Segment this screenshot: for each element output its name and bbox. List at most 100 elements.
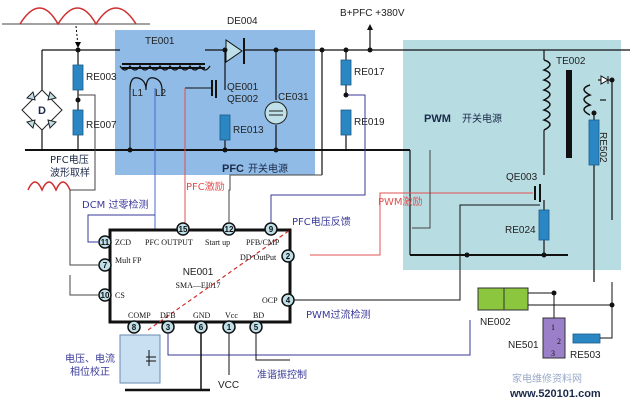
pwm-region [403, 40, 621, 270]
pin-label-bd: BD [253, 311, 264, 320]
pin-num-9: 9 [269, 225, 274, 234]
pin-label-zcd: ZCD [115, 238, 131, 247]
junction-dot [551, 290, 557, 296]
pin-15 [176, 222, 190, 236]
label-qe001: QE001 [227, 82, 259, 93]
junction-dot [75, 47, 81, 53]
pin-num-8: 8 [132, 323, 137, 332]
junction-dot [591, 110, 597, 116]
annot-pfc-drive: PFC激励 [186, 180, 225, 193]
label-re013: RE013 [233, 125, 264, 136]
junction-dot [273, 47, 279, 53]
label-l1: L1 [132, 88, 144, 99]
pfc-title-en: PFC [222, 163, 244, 175]
junction-dot [319, 47, 325, 53]
resistor-re007 [72, 109, 84, 136]
label-re007: RE007 [86, 120, 117, 131]
pin-num-1: 1 [227, 323, 232, 332]
annot-pfc-sample-2: 波形取样 [50, 166, 90, 179]
optocoupler-ne002 [477, 287, 505, 311]
label-te001: TE001 [145, 36, 175, 47]
pin-num-10: 10 [101, 291, 110, 300]
resistor-re003 [72, 64, 84, 91]
sample-wave [27, 181, 71, 192]
label-de004: DE004 [227, 16, 258, 27]
annot-pwm-ocp: PWM过流检测 [306, 308, 371, 321]
annot-pfc-feedback: PFC电压反馈 [292, 215, 351, 228]
ic-ne001 [108, 228, 292, 324]
pin-label-vcc: Vcc [225, 311, 238, 320]
resistor-re019 [340, 109, 352, 136]
ic-part: SMA—EI017 [176, 281, 221, 290]
startup-wire [228, 174, 322, 223]
ocp-wire [294, 204, 540, 301]
supply-label: B+PFC +380V [340, 8, 405, 19]
pfc-feedback-wire [270, 94, 366, 223]
pin-label-dd-output: DD OutPut [240, 253, 277, 262]
pin-2 [281, 249, 295, 263]
resistor-re013 [219, 114, 231, 141]
label-re502: RE502 [597, 132, 608, 163]
junction-dot [343, 47, 349, 53]
bridge-label: D [38, 105, 46, 117]
pfc-title-cn: 开关电源 [248, 162, 288, 175]
ne501-pin-2: 2 [557, 337, 561, 346]
annot-pfc-sample-1: PFC电压 [50, 153, 89, 166]
pin-num-5: 5 [254, 323, 259, 332]
pin-label-gnd: GND [193, 311, 211, 320]
dcm-wire [87, 214, 155, 243]
pin-label-startup: Start up [205, 238, 230, 247]
rectified-wave-top [19, 7, 137, 26]
comp-network [119, 334, 161, 384]
mult-wire [69, 94, 99, 266]
pwm-drive-wire [310, 192, 533, 256]
label-ne002: NE002 [480, 317, 511, 328]
label-ce031: CE031 [278, 92, 309, 103]
mosfet-qe003: QE003 [506, 172, 541, 202]
correction-dash [147, 229, 291, 331]
annot-phase-corr-2: 相位校正 [70, 365, 110, 378]
watermark-url: www.520101.com [509, 388, 601, 400]
ic-name: NE001 [183, 267, 214, 278]
label-re503: RE503 [570, 350, 601, 361]
pin-label-pfc-output: PFC OUTPUT [145, 238, 193, 247]
pin-num-3: 3 [166, 323, 171, 332]
pwm-title-en: PWM [424, 113, 451, 125]
junction-dot [464, 252, 470, 258]
junction-dot [222, 147, 228, 153]
annot-vcc: VCC [218, 380, 239, 391]
junction-dot [541, 252, 547, 258]
cs-wire [69, 275, 99, 296]
transformer-te001: TE001 L1 L2 [119, 36, 211, 99]
pin-num-4: 4 [286, 296, 291, 305]
pin-num-15: 15 [179, 225, 188, 234]
label-ne501: NE501 [508, 340, 539, 351]
resistor-re017 [340, 59, 352, 86]
watermark-cn: 家电维修资料网 [512, 372, 582, 385]
transformer-te002: TE002 [542, 56, 610, 158]
pin-num-6: 6 [199, 323, 204, 332]
ne501-pin-1: 1 [551, 323, 555, 332]
annot-quasi-res: 准谐振控制 [257, 368, 307, 381]
label-re017: RE017 [354, 67, 385, 78]
annot-phase-corr-1: 电压、电流 [65, 352, 115, 365]
label-qe002: QE002 [227, 94, 259, 105]
pin-label-pfb-cmp: PFB/CMP [246, 238, 280, 247]
pin-num-7: 7 [103, 261, 108, 270]
mosfet-qe001: QE001 QE002 [185, 80, 259, 105]
label-l2: L2 [155, 88, 167, 99]
label-re024: RE024 [505, 225, 536, 236]
junction-dot [222, 47, 228, 53]
pin-8 [127, 320, 141, 334]
pin-label-mult-fp: Mult FP [115, 256, 142, 265]
junction-dot [609, 302, 615, 308]
wires [25, 30, 630, 282]
resistor-re024 [538, 209, 550, 241]
capacitor-ce031: CE031 [264, 92, 309, 125]
pin-label-ocp: OCP [262, 296, 278, 305]
ne501-pin-3: 3 [551, 349, 555, 358]
junction-dot [75, 97, 81, 103]
label-re019: RE019 [354, 117, 385, 128]
resistor-re502 [588, 119, 600, 166]
